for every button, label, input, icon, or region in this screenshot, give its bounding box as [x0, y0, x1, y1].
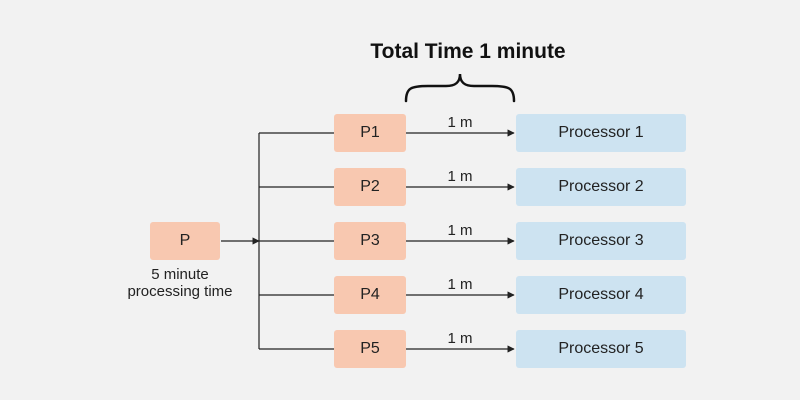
task-label: P1 [360, 124, 380, 141]
task-box-p1: P1 [334, 114, 406, 152]
processor-label: Processor 3 [558, 232, 644, 249]
source-process-label: P [179, 232, 191, 249]
edge-label-p3: 1 m [447, 222, 473, 239]
task-box-p4: P4 [334, 276, 406, 314]
source-caption: 5 minute processing time [100, 266, 260, 300]
total-time-title: Total Time 1 minute [370, 40, 566, 63]
task-label: P4 [360, 286, 380, 303]
task-label: P3 [360, 232, 380, 249]
processor-box-1: Processor 1 [516, 114, 686, 152]
source-caption-line-2: processing time [127, 283, 233, 300]
processor-box-4: Processor 4 [516, 276, 686, 314]
task-box-p3: P3 [334, 222, 406, 260]
processor-label: Processor 5 [558, 340, 644, 357]
edge-label-p2: 1 m [447, 168, 473, 185]
processor-label: Processor 4 [558, 286, 644, 303]
edge-label-p4: 1 m [447, 276, 473, 293]
edge-label-p1: 1 m [447, 114, 473, 131]
task-label: P5 [360, 340, 380, 357]
task-box-p2: P2 [334, 168, 406, 206]
source-caption-line-1: 5 minute [151, 266, 209, 283]
processor-box-3: Processor 3 [516, 222, 686, 260]
edge-label-p5: 1 m [447, 330, 473, 347]
processor-box-2: Processor 2 [516, 168, 686, 206]
total-time-brace [404, 73, 516, 103]
task-label: P2 [360, 178, 380, 195]
task-box-p5: P5 [334, 330, 406, 368]
source-process-box: P [150, 222, 220, 260]
processor-box-5: Processor 5 [516, 330, 686, 368]
processor-label: Processor 2 [558, 178, 644, 195]
processor-label: Processor 1 [558, 124, 644, 141]
